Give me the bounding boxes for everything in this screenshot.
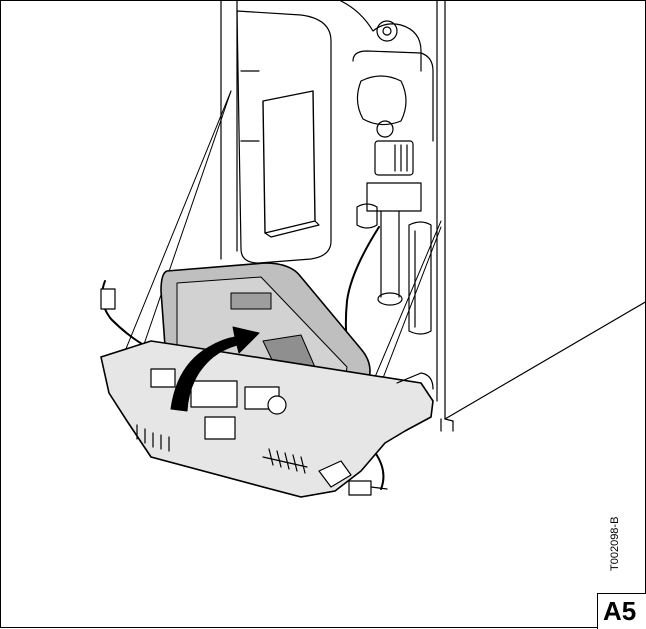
figure-reference-code: T002098-B [609, 516, 621, 571]
figure-label: A5 [597, 593, 646, 629]
curved-up-arrow-icon [170, 326, 260, 412]
heat-exchanger [236, 10, 332, 264]
hydraulic-components [340, 1, 434, 335]
